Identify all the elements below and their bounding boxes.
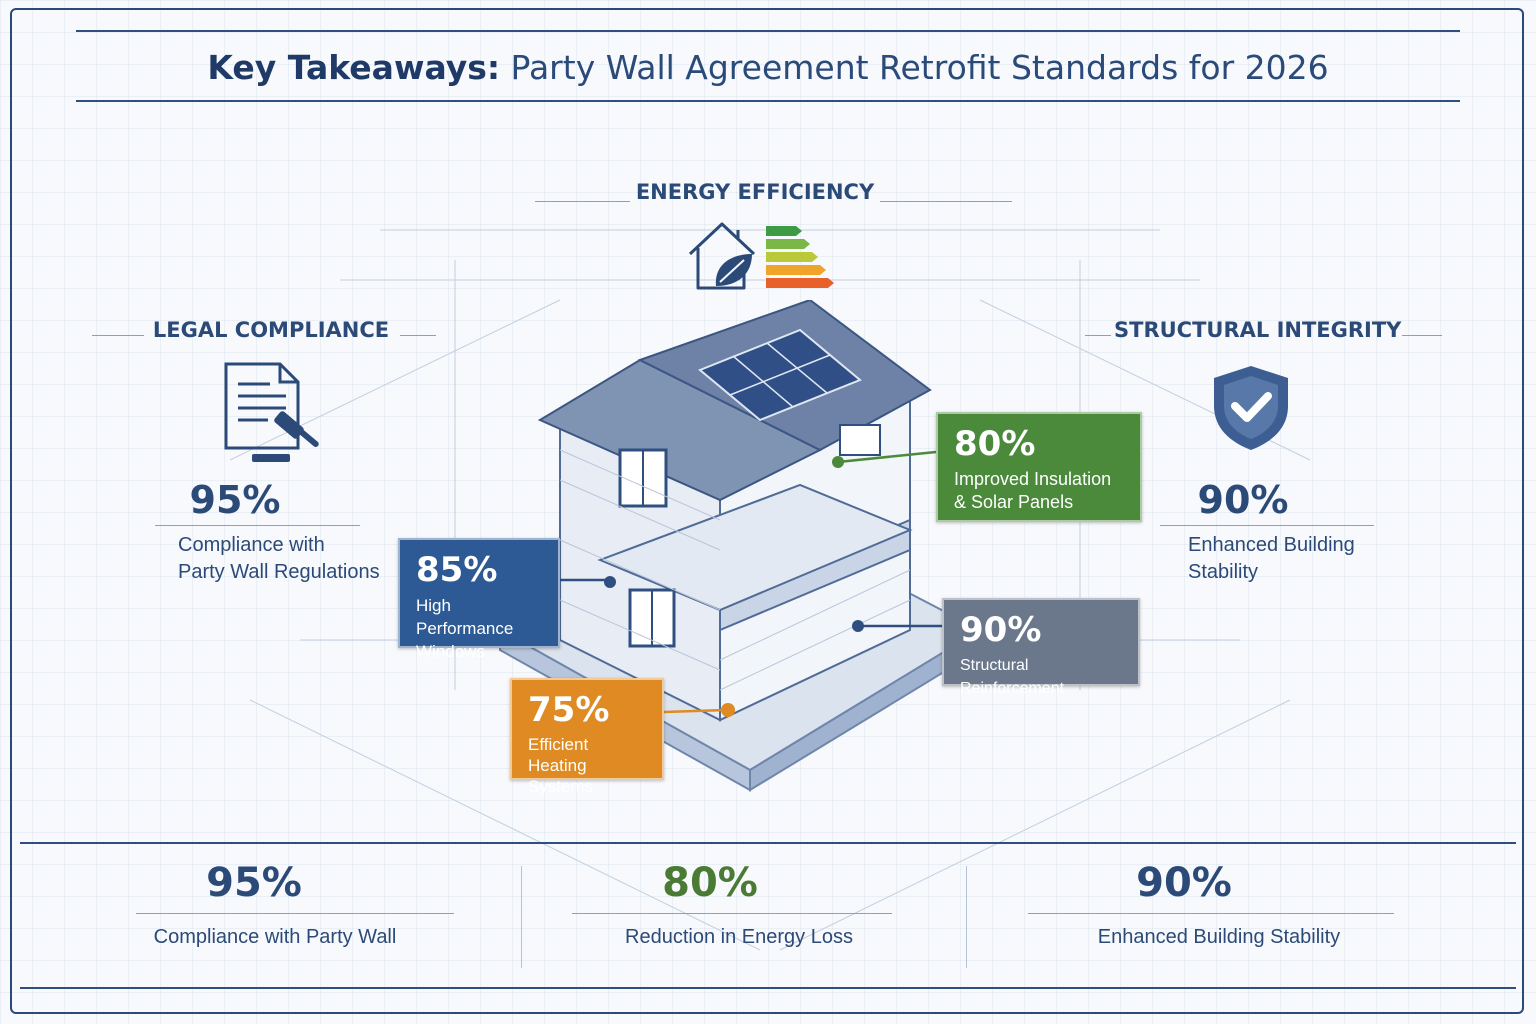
energy-rating-bar — [766, 239, 810, 249]
energy-rating-bar — [766, 265, 826, 275]
energy-rule-left — [535, 201, 630, 202]
page-frame — [10, 8, 1524, 1014]
insulation-percent: 80% — [954, 424, 1036, 464]
bottom-divider-2 — [966, 866, 967, 968]
legal-percent: 95% — [189, 478, 281, 522]
legal-heading: LEGAL COMPLIANCE — [152, 318, 390, 342]
title-top-rule — [76, 30, 1460, 32]
structural-dot — [852, 620, 864, 632]
windows-dot — [604, 576, 616, 588]
windows-label: High Performance Windows — [416, 594, 542, 663]
insulation-callout: 80% Improved Insulation & Solar Panels — [936, 412, 1142, 522]
page-title: Key Takeaways: Party Wall Agreement Retr… — [0, 48, 1536, 87]
legal-caption-line2: Party Wall Regulations — [178, 561, 380, 583]
bottom-rule-compliance — [136, 913, 454, 914]
legal-rule-left — [92, 335, 144, 336]
energy-heading: ENERGY EFFICIENCY — [635, 180, 875, 204]
windows-label-line1: High Performance — [416, 596, 514, 638]
structural-rule-right — [1402, 335, 1442, 336]
windows-callout: 85% High Performance Windows — [398, 538, 560, 661]
bottom-percent-compliance: 95% — [206, 860, 302, 906]
heating-label: Efficient Heating Systems — [528, 734, 646, 797]
legal-rule-right — [400, 335, 436, 336]
house-leaf-energy-rating-icon — [688, 222, 834, 290]
house-illustration — [497, 300, 983, 792]
energy-rating-bar — [766, 278, 834, 288]
structural-caption: Enhanced Building Stability — [1188, 532, 1355, 586]
bottom-label-stability: Enhanced Building Stability — [1097, 926, 1341, 948]
heating-percent: 75% — [528, 690, 610, 730]
bottom-top-rule — [20, 842, 1516, 844]
insulation-label-line2: & Solar Panels — [954, 492, 1074, 512]
legal-divider — [155, 525, 360, 526]
structural-callout: 90% Structural Reinforcement — [942, 598, 1140, 697]
shield-check-icon — [1214, 366, 1288, 450]
legal-caption: Compliance with Party Wall Regulations — [178, 532, 380, 586]
windows-percent: 85% — [416, 550, 498, 590]
structural-callout-label: Structural Reinforcement — [960, 657, 1065, 697]
document-gavel-icon — [224, 362, 319, 462]
bottom-divider-1 — [521, 866, 522, 968]
heating-label-line1: Efficient Heating — [528, 735, 589, 775]
bottom-label-compliance: Compliance with Party Wall — [153, 926, 397, 948]
bottom-rule-stability — [1028, 913, 1394, 914]
insulation-label-line1: Improved Insulation — [954, 469, 1112, 489]
title-bold: Key Takeaways: — [207, 48, 501, 87]
title-rest: Party Wall Agreement Retrofit Standards … — [510, 48, 1329, 87]
structural-rule-left — [1085, 335, 1111, 336]
bottom-bottom-rule — [20, 987, 1516, 989]
bottom-rule-energy — [572, 913, 892, 914]
energy-rating-bar — [766, 252, 818, 262]
structural-divider — [1160, 525, 1374, 526]
bottom-percent-stability: 90% — [1136, 860, 1232, 906]
energy-rating-bar — [766, 226, 802, 236]
windows-label-line2: Windows — [416, 642, 485, 661]
structural-heading: STRUCTURAL INTEGRITY — [1114, 318, 1402, 342]
heating-label-line2: Systems — [528, 777, 594, 796]
bottom-label-energy: Reduction in Energy Loss — [625, 926, 853, 948]
insulation-label: Improved Insulation & Solar Panels — [954, 468, 1124, 514]
title-bottom-rule — [76, 100, 1460, 102]
heating-dot — [721, 703, 735, 717]
structural-percent: 90% — [1197, 478, 1289, 522]
energy-rule-right — [880, 201, 1012, 202]
insulation-dot — [832, 456, 844, 468]
structural-caption-line1: Enhanced Building — [1188, 534, 1355, 556]
legal-caption-line1: Compliance with — [178, 534, 325, 556]
structural-callout-percent: 90% — [960, 610, 1042, 650]
structural-caption-line2: Stability — [1188, 561, 1259, 583]
bottom-percent-energy: 80% — [662, 860, 758, 906]
heating-callout: 75% Efficient Heating Systems — [510, 678, 664, 796]
